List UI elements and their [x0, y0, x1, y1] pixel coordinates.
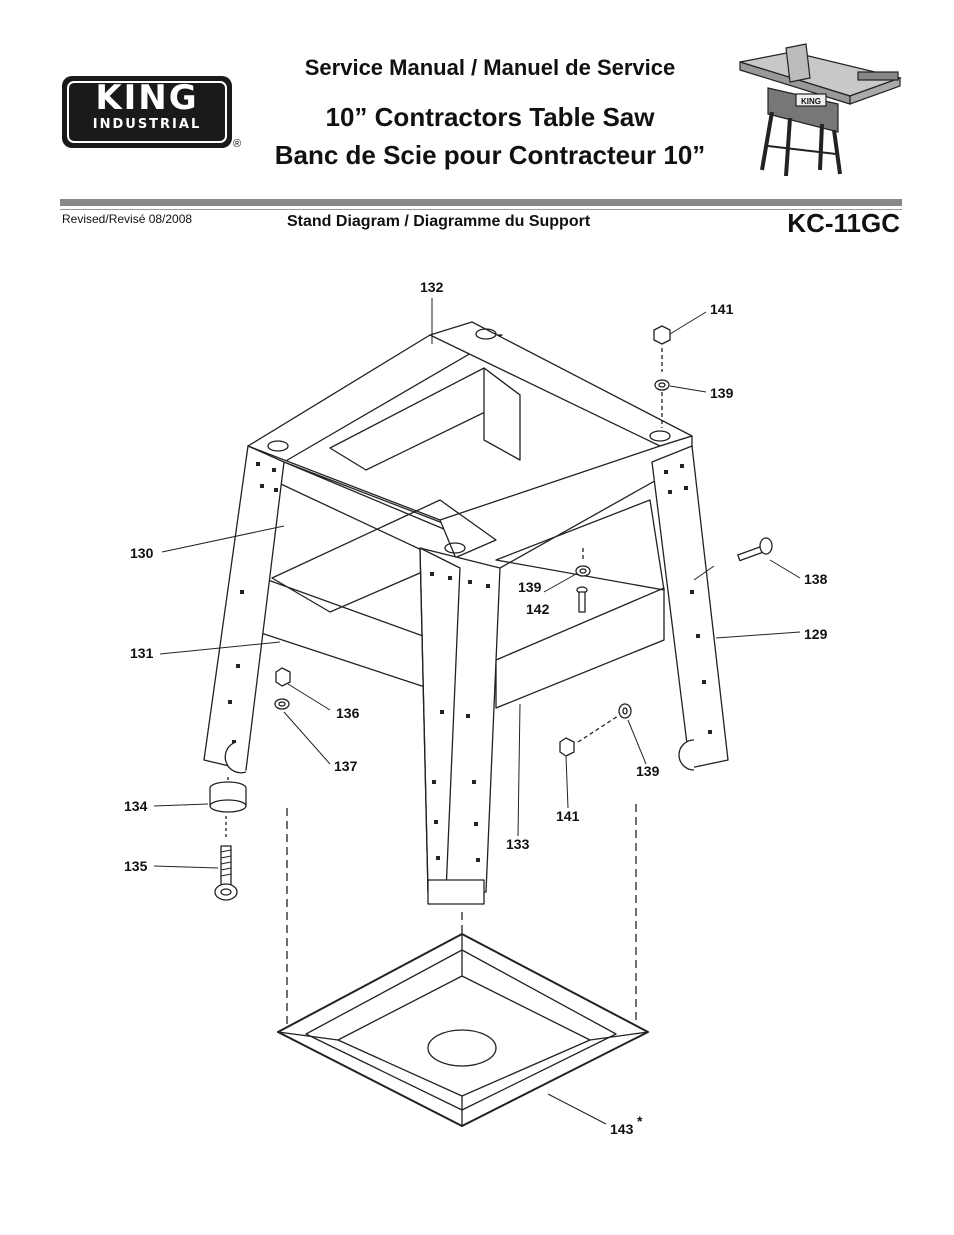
logo-frame	[67, 81, 227, 143]
part-label-139-top: 139	[710, 385, 734, 401]
part-label-132: 132	[420, 279, 444, 295]
service-manual-title: Service Manual / Manuel de Service	[304, 55, 676, 80]
model-number: KC-11GC	[787, 208, 900, 238]
header-rule	[60, 199, 902, 206]
part-label-130: 130	[130, 545, 154, 561]
thumbnail-badge: KING	[801, 97, 821, 106]
product-title-fr: Banc de Scie pour Contracteur 10”	[274, 140, 706, 170]
table-saw-thumbnail: KING	[739, 43, 903, 177]
registered-mark: ®	[233, 138, 242, 150]
revision-date: Revised/Revisé 08/2008	[62, 212, 193, 226]
part-label-136: 136	[336, 705, 360, 721]
thumbnail-badge-box	[795, 93, 827, 107]
part-label-139-low: 139	[636, 763, 660, 779]
stand-assembly	[203, 321, 773, 1127]
part-label-141-low: 141	[556, 808, 580, 824]
part-label-138: 138	[804, 571, 828, 587]
header-rule-thin	[60, 209, 902, 210]
part-label-137: 137	[334, 758, 358, 774]
part-label-141-top: 141	[710, 301, 734, 317]
part-label-142: 142	[526, 601, 550, 617]
part-label-131: 131	[130, 645, 154, 661]
product-title-en: 10” Contractors Table Saw	[325, 102, 655, 132]
logo-text: KING	[95, 78, 199, 118]
diagram-subtitle: Stand Diagram / Diagramme du Support	[287, 213, 591, 230]
part-label-134: 134	[124, 798, 148, 814]
part-label-129: 129	[804, 626, 828, 642]
part-label-143-asterisk: *	[637, 1113, 643, 1129]
part-label-135: 135	[124, 858, 148, 874]
part-label-133: 133	[506, 836, 530, 852]
logo-subtext: INDUSTRIAL	[92, 117, 202, 132]
part-label-139-mid: 139	[518, 579, 542, 595]
part-label-143: 143	[610, 1121, 634, 1137]
king-logo: KING INDUSTRIAL	[62, 76, 232, 148]
